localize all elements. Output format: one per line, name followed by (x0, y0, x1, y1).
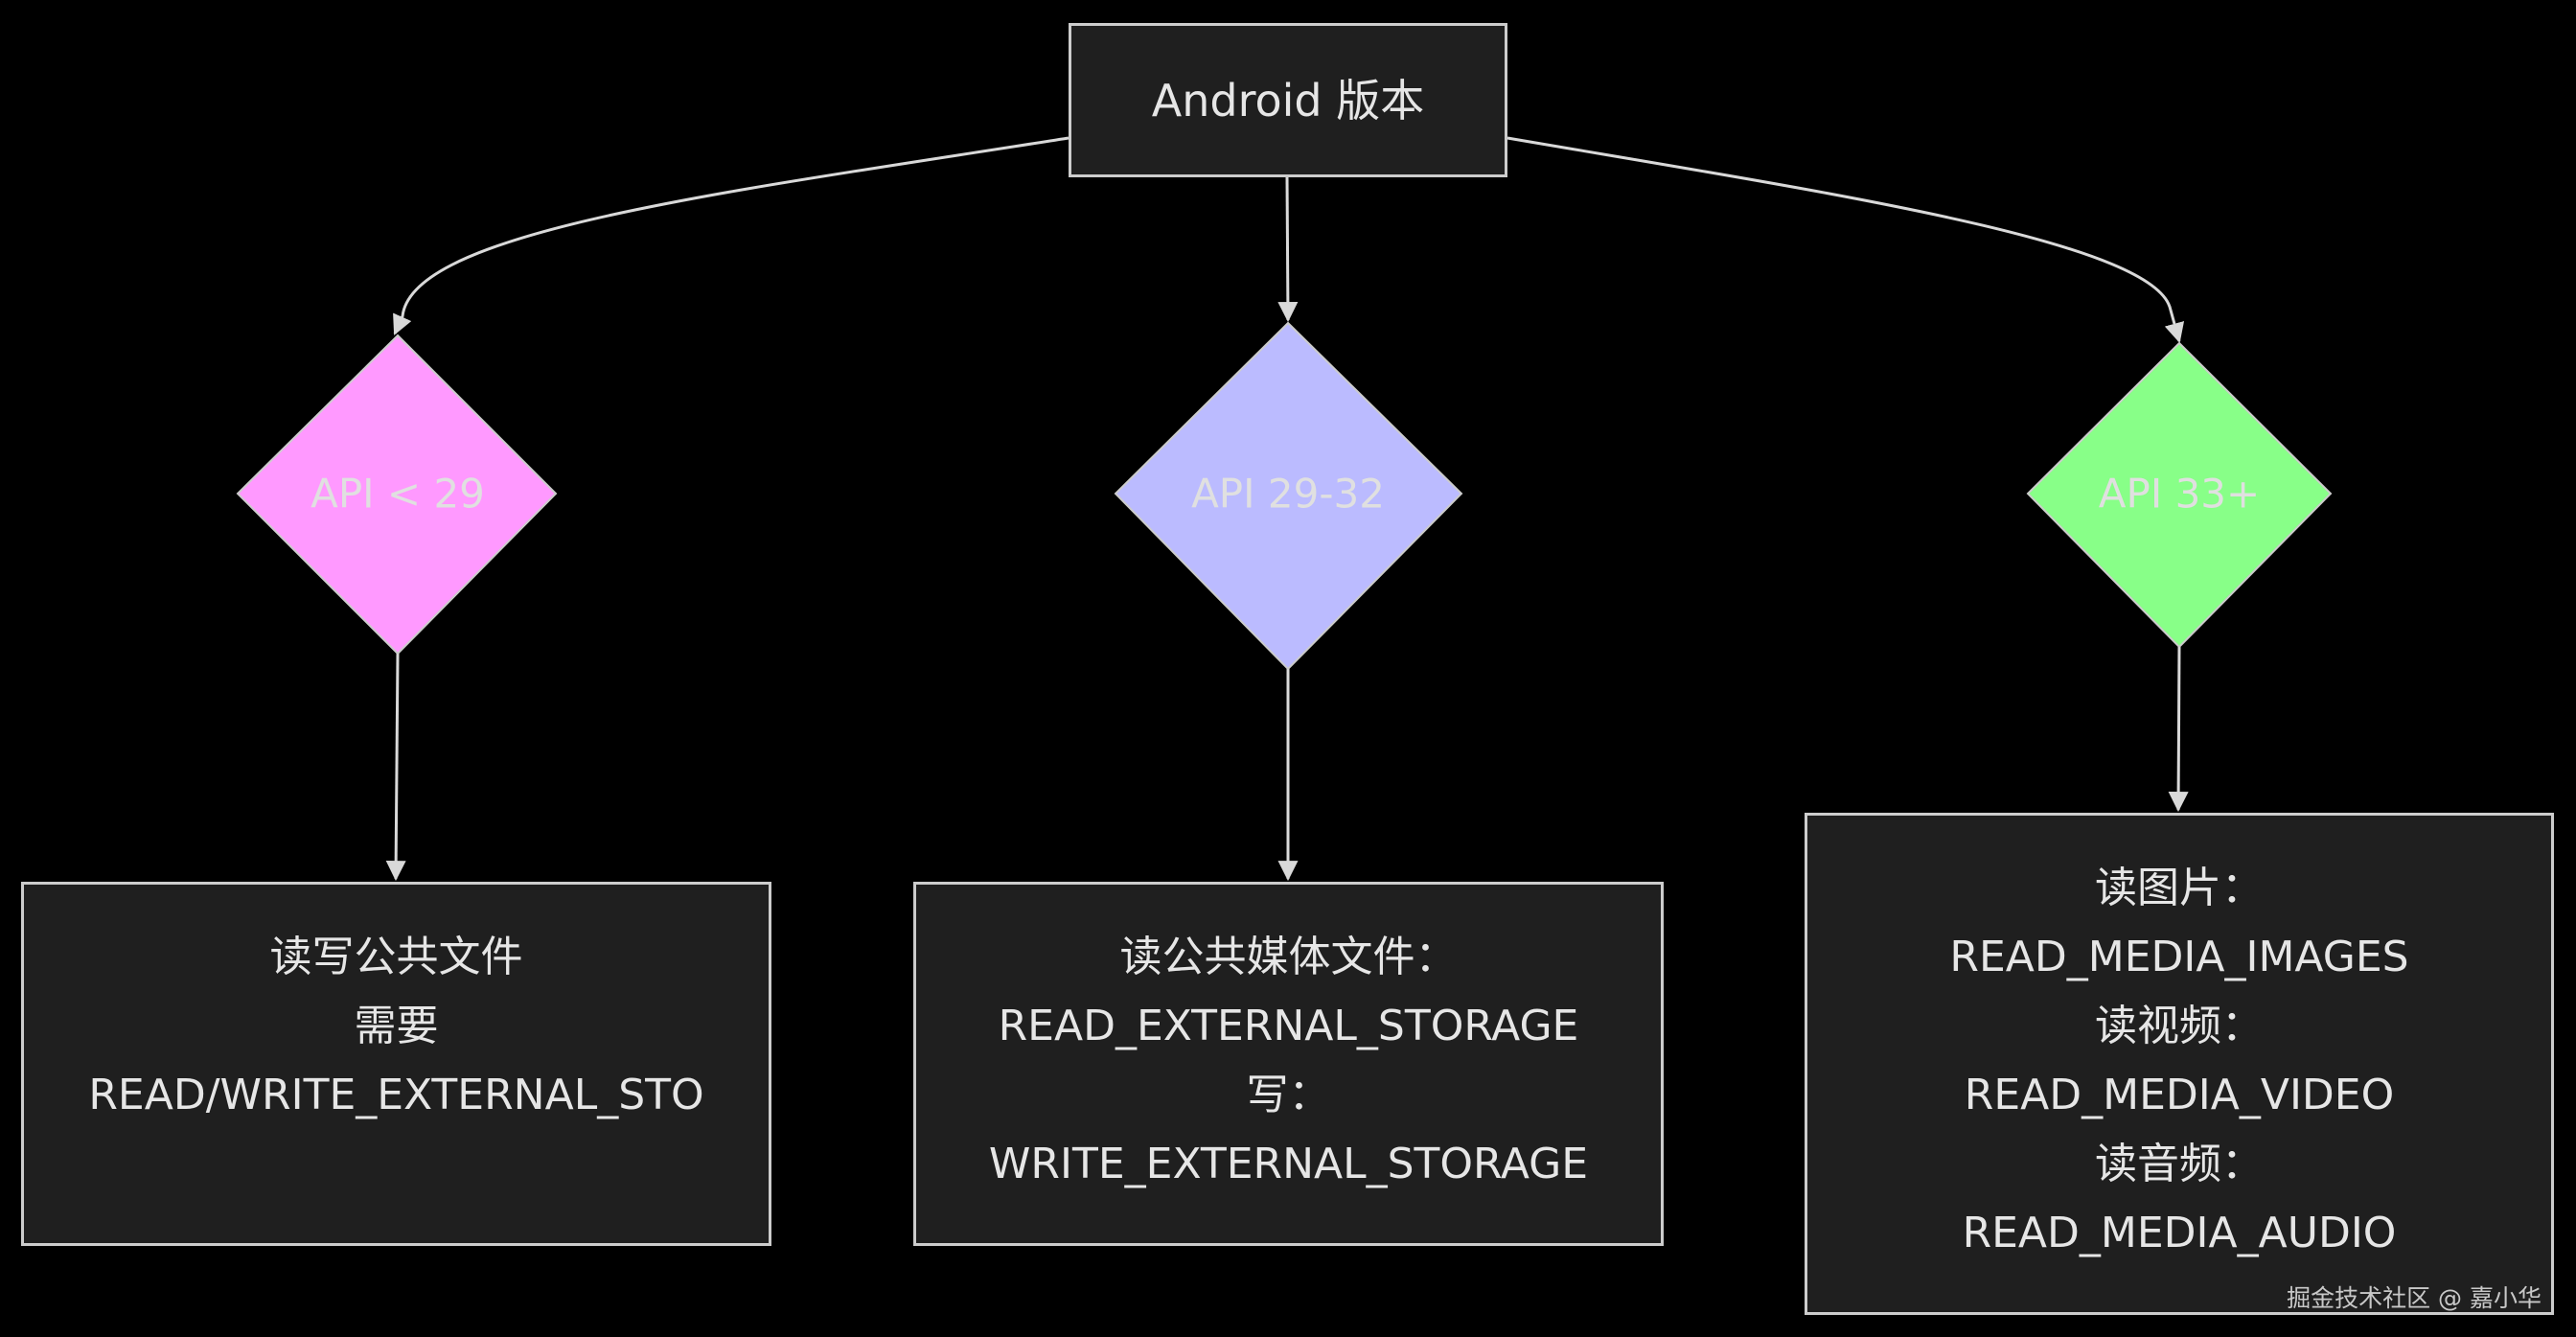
root-node-label: Android 版本 (1151, 74, 1425, 127)
result-line: READ_EXTERNAL_STORAGE (998, 1002, 1579, 1050)
result-line: 读音频： (2095, 1140, 2264, 1188)
diamond-label-api-29-32: API 29-32 (1191, 470, 1385, 518)
edge-api-33-plus-to-box (2168, 646, 2189, 813)
result-line: 需要 (354, 1002, 439, 1050)
result-box-api-33-plus: 读图片： READ_MEDIA_IMAGES 读视频： READ_MEDIA_V… (1805, 813, 2554, 1315)
diamond-label-api-lt-29: API < 29 (310, 470, 485, 518)
result-line: READ_MEDIA_VIDEO (1964, 1071, 2395, 1119)
result-line: 读图片： (2095, 864, 2264, 912)
edge-root-to-api-29-32 (1277, 176, 1299, 323)
diamond-label-api-33-plus: API 33+ (2098, 470, 2261, 518)
edge-root-to-api-lt-29 (393, 136, 1070, 335)
result-line: READ_MEDIA_IMAGES (1949, 933, 2409, 981)
result-box-api-lt-29: 读写公共文件 需要 READ/WRITE_EXTERNAL_STO (21, 882, 771, 1246)
result-line: READ_MEDIA_AUDIO (1962, 1209, 2397, 1257)
edge-root-to-api-33-plus (1506, 136, 2185, 344)
edge-api-lt-29-to-box (385, 653, 406, 882)
result-line: 读公共媒体文件： (1119, 933, 1458, 981)
result-line: READ/WRITE_EXTERNAL_STO (88, 1071, 704, 1119)
result-line: 读视频： (2095, 1002, 2264, 1050)
result-line: WRITE_EXTERNAL_STORAGE (988, 1140, 1589, 1188)
result-line: 写： (1246, 1071, 1331, 1119)
watermark-text: 掘金技术社区 @ 嘉小华 (2287, 1284, 2542, 1312)
root-node-android-version: Android 版本 (1069, 23, 1507, 177)
result-box-api-29-32: 读公共媒体文件： READ_EXTERNAL_STORAGE 写： WRITE_… (913, 882, 1664, 1246)
result-line: 读写公共文件 (269, 933, 523, 981)
